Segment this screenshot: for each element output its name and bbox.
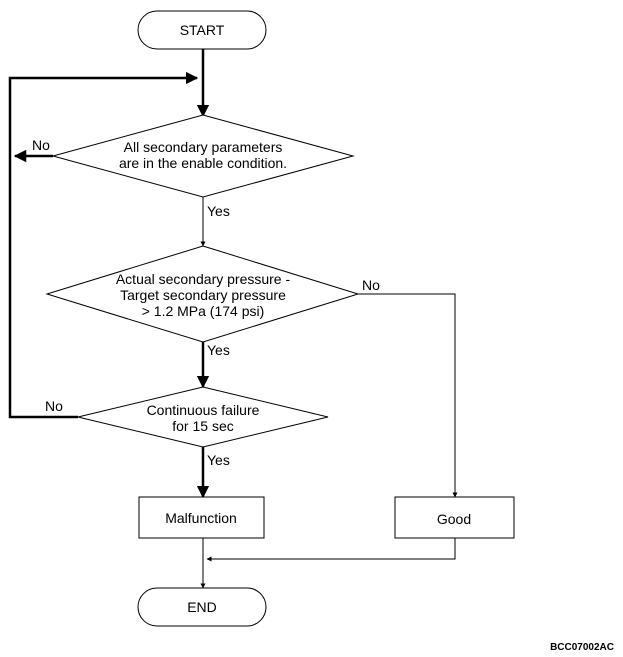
connector-good-to-end <box>206 538 456 562</box>
figure-code: BCC07002AC <box>550 642 614 653</box>
decision3-line2: for 15 sec <box>172 418 233 434</box>
decision1-line1: All secondary parameters <box>124 139 283 155</box>
malfunction-box <box>138 496 265 539</box>
decision2-yes-label: Yes <box>207 342 230 358</box>
decision1-yes-label: Yes <box>207 203 230 219</box>
decision1-line2: are in the enable condition. <box>119 155 287 171</box>
end-label: END <box>187 599 217 615</box>
malfunction-label: Malfunction <box>165 510 237 526</box>
end-terminal <box>137 587 267 627</box>
decision3-no-label: No <box>45 398 63 414</box>
decision2-no-label: No <box>362 277 380 293</box>
decision2-line1: Actual secondary pressure - <box>116 271 291 287</box>
decision2-line3: > 1.2 MPa (174 psi) <box>142 303 265 319</box>
decision2-line2: Target secondary pressure <box>120 287 286 303</box>
decision1-no-label: No <box>32 137 50 153</box>
loopback-connector <box>8 71 199 419</box>
decision3-line1: Continuous failure <box>147 402 260 418</box>
start-label: START <box>180 22 225 38</box>
connector-decision2-no <box>358 293 458 498</box>
good-label: Good <box>437 511 471 527</box>
decision3-yes-label: Yes <box>207 452 230 468</box>
good-box <box>394 496 515 539</box>
